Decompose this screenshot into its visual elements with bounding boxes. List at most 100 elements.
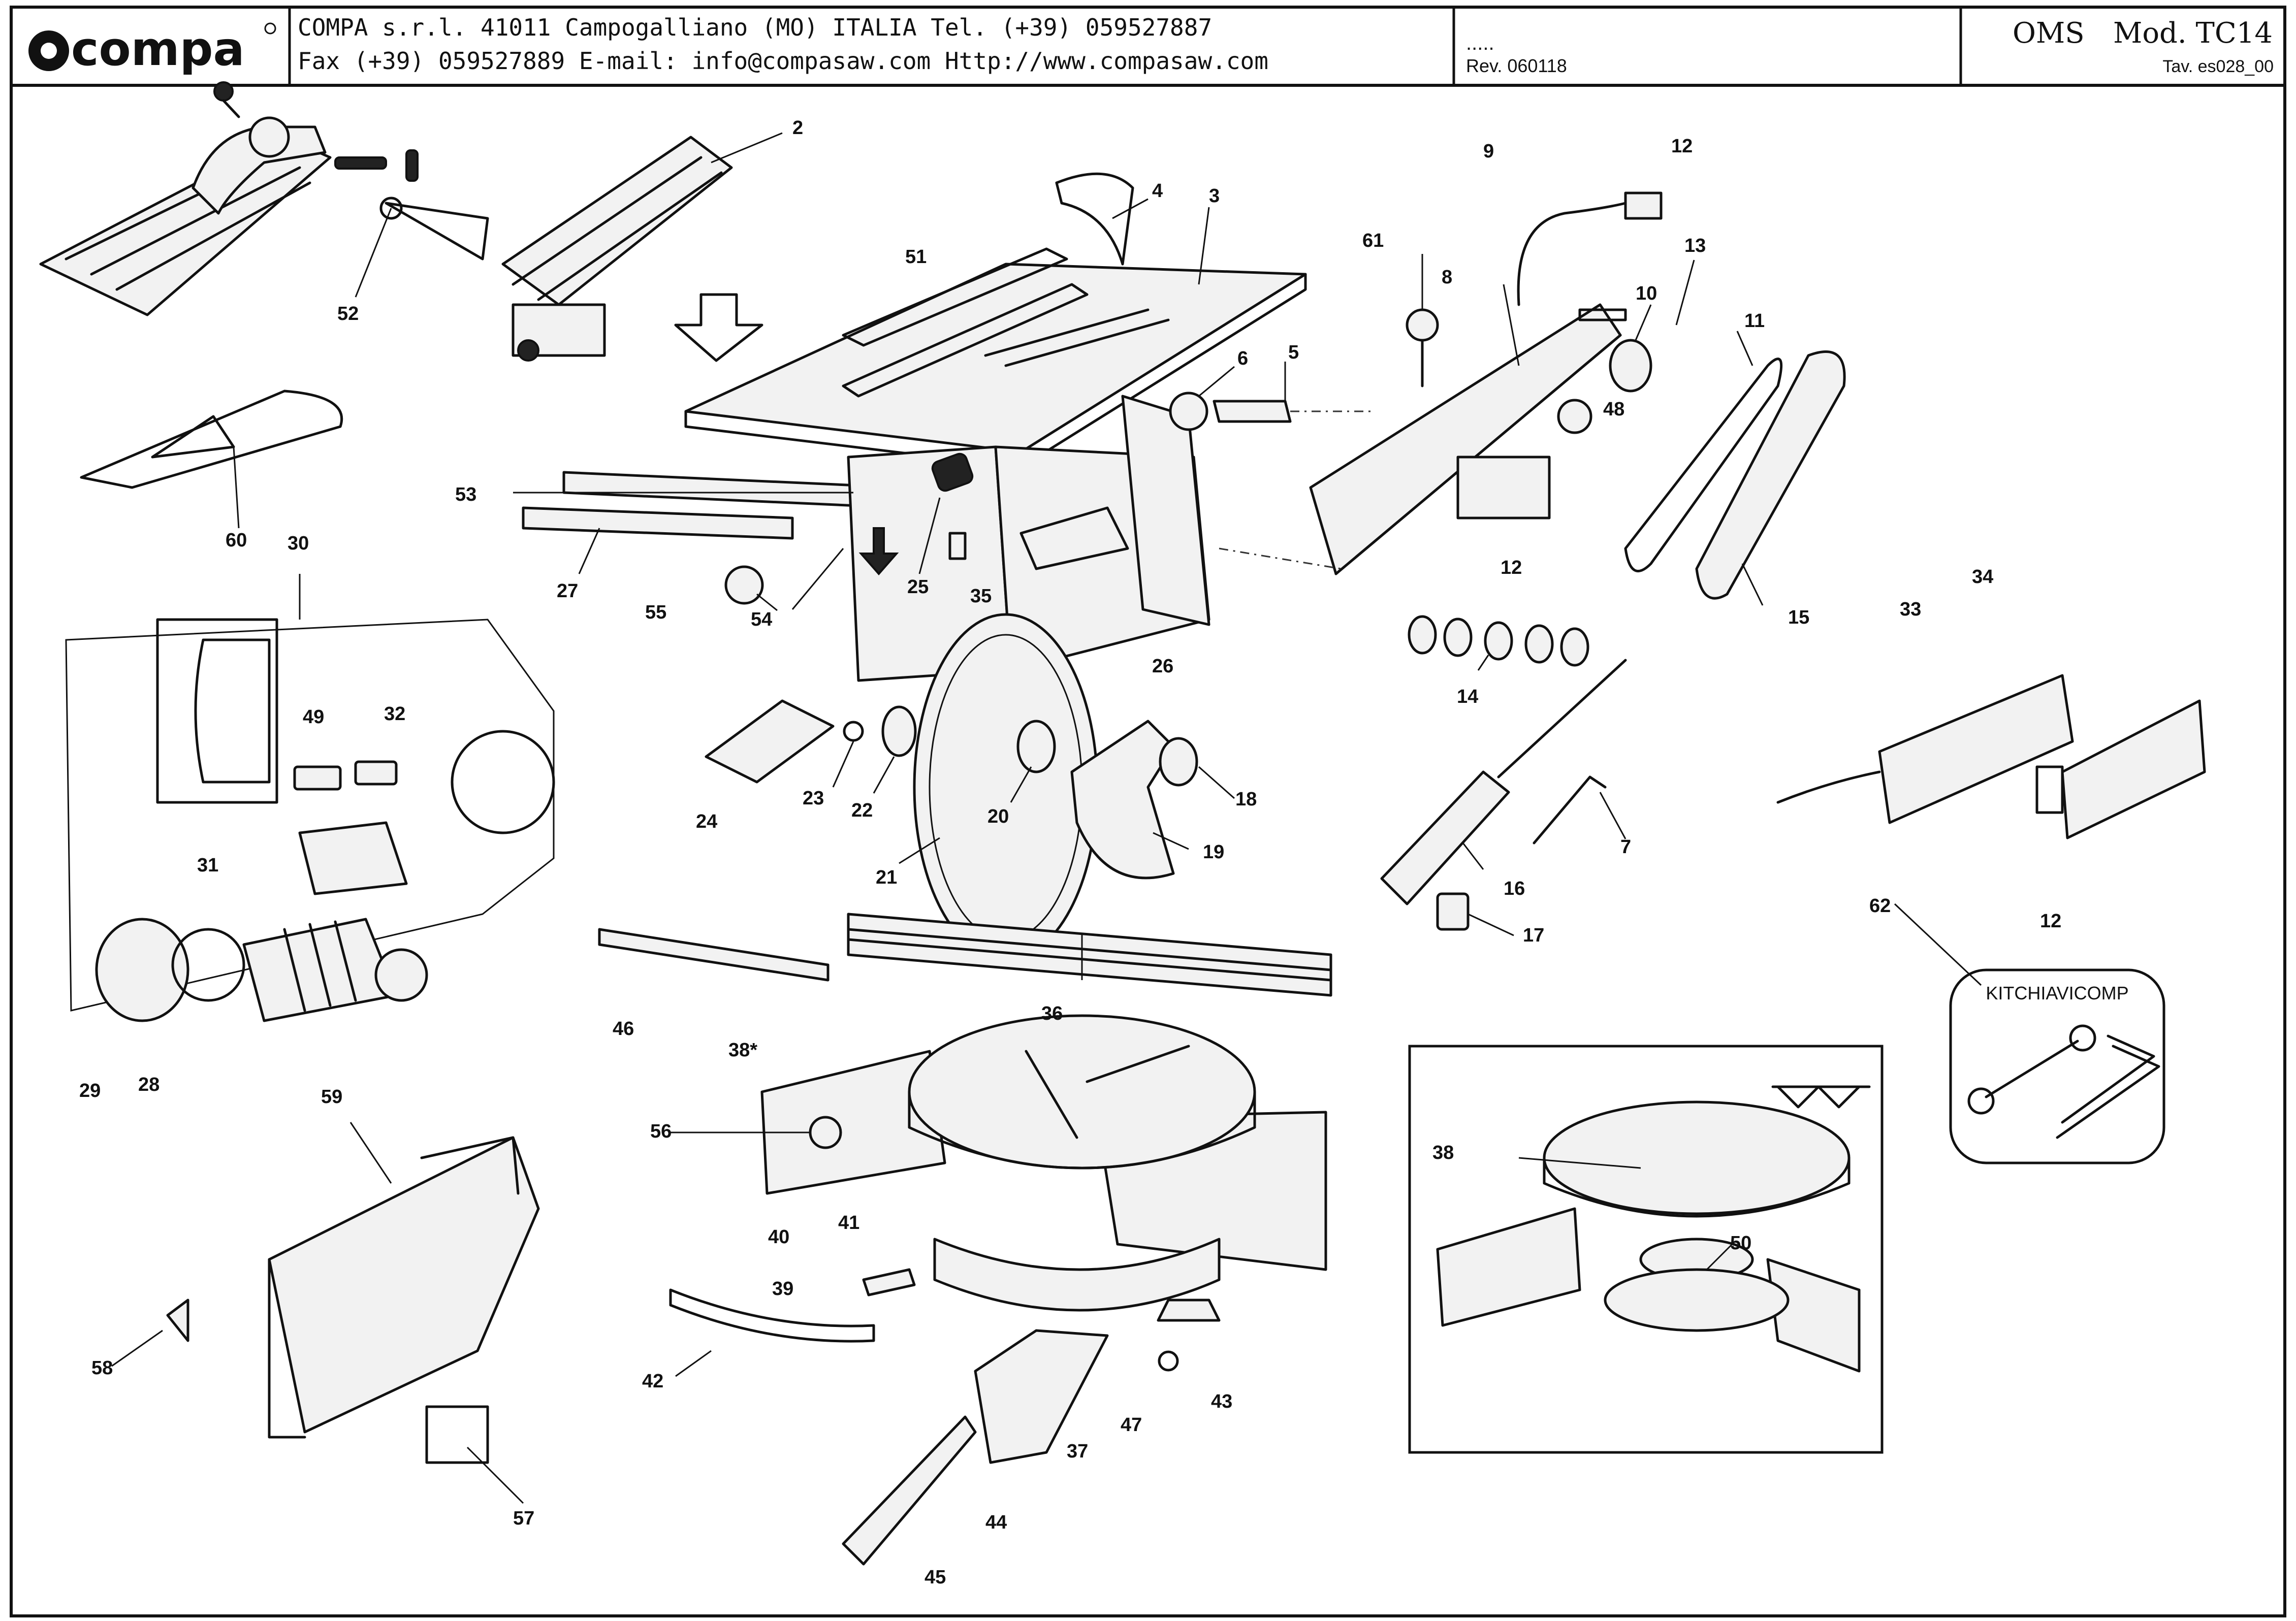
callout-58: 58 [91,1357,113,1379]
assembly-arrow [674,293,763,362]
inset-symbol [1771,1085,1871,1109]
inset-frame [1408,1045,1884,1454]
callout-38-star: 38* [728,1040,757,1061]
inset-turntable-assembly [1436,1100,1861,1373]
part-14-bearing-set [1408,615,1589,667]
part-brush-detail [194,638,271,784]
part-magnifier [451,730,555,834]
part-36-guide-rail [847,913,1332,997]
part-22-flange [881,705,917,757]
part-18-bearing [1159,737,1198,787]
part-16-lever-handle [1380,770,1510,905]
revision: Rev. 060118 [1466,55,1567,76]
callout-43: 43 [1211,1391,1232,1412]
doc-placeholder: ..... [1466,32,1494,54]
part-17-switch [1436,892,1470,931]
callout-20: 20 [987,806,1009,827]
part-19-riving-knife [1070,720,1175,880]
callout-61: 61 [1362,230,1384,251]
part-55-knob [724,565,764,605]
callout-4: 4 [1152,180,1163,202]
part-49-brush [293,765,342,791]
callout-26: 26 [1152,656,1173,677]
callout-2: 2 [792,117,803,139]
part-7-spring-clip [1533,775,1607,845]
part-48-washer [1557,399,1592,434]
part-51-table-insert [842,247,1068,347]
callout-10: 10 [1636,283,1657,304]
callout-8: 8 [1442,267,1452,288]
table-ref: Tav. es028_00 [2162,57,2274,76]
callout-6: 6 [1237,348,1248,369]
callout-60: 60 [226,530,247,551]
part-39-lever [862,1268,916,1296]
part-61-knob [1406,308,1439,342]
callout-22: 22 [851,800,873,821]
axis-line-arm [1219,547,1342,570]
part-21-saw-blade [913,613,1099,961]
company-contacts: Fax (+39) 059527889 E-mail: info@compasa… [298,47,1268,75]
part-24-bracket [705,699,835,784]
callout-44: 44 [985,1512,1007,1533]
callout-50: 50 [1730,1233,1751,1254]
part-58-wing-nut [166,1299,189,1342]
part-59-dust-chute [268,1136,540,1439]
callout-35: 35 [970,586,992,607]
callout-9: 9 [1483,141,1494,162]
part-8-motor-arm [1309,303,1622,575]
part-29-fan-cover [95,918,189,1022]
part-2-rip-fence [501,136,733,362]
callout-11: 11 [1744,310,1765,332]
callout-28: 28 [138,1074,160,1095]
part-blade-guard [39,81,332,316]
callout-21: 21 [876,867,897,888]
part-6-bearing [1169,392,1208,431]
part-56-knob [809,1116,842,1149]
company-address: COMPA s.r.l. 41011 Campogalliano (MO) IT… [298,14,1212,41]
part-57-label-plate [425,1405,489,1464]
callout-12-arm: 12 [1501,557,1522,578]
callout-30: 30 [288,533,309,554]
part-brush-view [156,618,278,804]
callout-54: 54 [751,609,772,630]
part-26-support [1121,395,1210,626]
svg-text:compa: compa [71,22,245,76]
kit-label: KITCHIAVICOMP [1986,983,2128,1003]
part-52-pin-lever [334,149,489,261]
callout-47: 47 [1121,1414,1142,1436]
part-27-scale-rail [522,506,794,540]
callout-45: 45 [924,1567,946,1588]
part-37-lock-bracket [974,1329,1109,1464]
callout-59: 59 [321,1086,342,1108]
callout-42: 42 [642,1371,663,1392]
callout-12-switch: 12 [2040,911,2061,932]
part-43-foot [1157,1299,1221,1322]
part-15-belt-cover [1695,350,1846,600]
callout-27: 27 [557,580,578,602]
part-31-switch-box [298,821,408,895]
callout-62: 62 [1869,895,1891,917]
callout-24: 24 [696,811,717,832]
callout-19: 19 [1203,841,1224,863]
part-13-nut [1609,339,1652,393]
callout-7: 7 [1620,836,1631,858]
callout-29: 29 [79,1080,101,1101]
part-base-turntable [760,1014,1327,1312]
part-46-miter-fence [598,928,830,982]
part-42-scale-strip [669,1288,875,1343]
callout-14: 14 [1457,686,1478,707]
callout-39: 39 [772,1278,793,1300]
part-47-screw [1158,1350,1179,1372]
callout-56: 56 [650,1121,672,1142]
callout-36: 36 [1041,1003,1063,1024]
callout-32: 32 [384,703,405,725]
part-34-switch-group [1776,674,2206,839]
callout-41: 41 [838,1212,859,1234]
wrench-icon [1967,1024,2096,1115]
callout-48: 48 [1603,399,1624,420]
callout-13: 13 [1684,235,1706,256]
part-20-washer [1016,720,1056,773]
part-12-plug [1624,191,1663,220]
part-23-screw [843,721,864,742]
callout-40: 40 [768,1226,789,1248]
